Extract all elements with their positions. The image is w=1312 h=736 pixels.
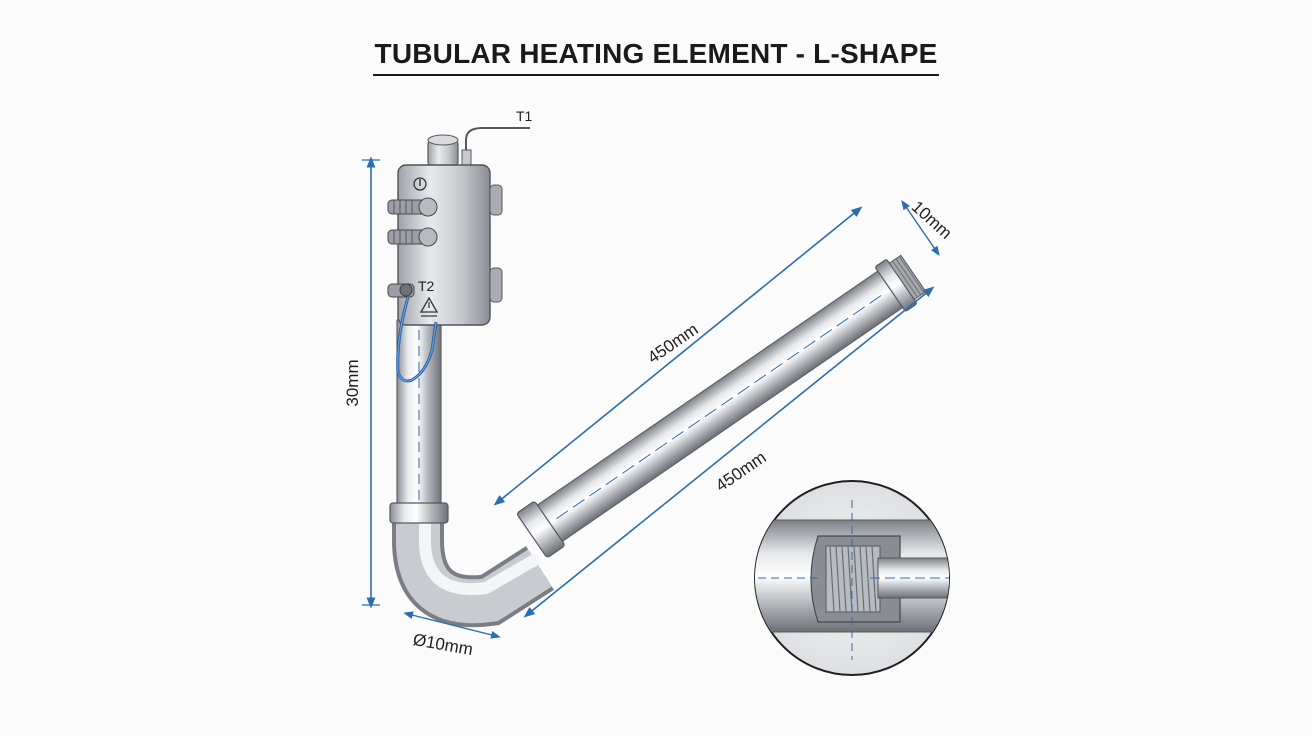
terminal-t2-label: T2: [418, 278, 435, 294]
vertical-dimension: 30mm: [343, 156, 380, 609]
end-diameter-dimension: 10mm: [901, 197, 956, 257]
base-diameter-label: Ø10mm: [412, 630, 475, 659]
terminal-stud-upper: [387, 197, 438, 217]
terminal-t1-label: T1: [516, 108, 533, 124]
detail-callout: [754, 480, 950, 676]
terminal-stud-t2: [387, 283, 415, 298]
power-icon: [413, 177, 427, 191]
warning-icon: [419, 296, 439, 317]
terminal-stud-lower: [387, 227, 438, 247]
vertical-length-label: 30mm: [343, 359, 362, 406]
diagram-title: TUBULAR HEATING ELEMENT - L-SHAPE: [0, 38, 1312, 76]
diagonal-lower-label: 450mm: [712, 448, 769, 496]
diagram-title-text: TUBULAR HEATING ELEMENT - L-SHAPE: [372, 38, 940, 76]
